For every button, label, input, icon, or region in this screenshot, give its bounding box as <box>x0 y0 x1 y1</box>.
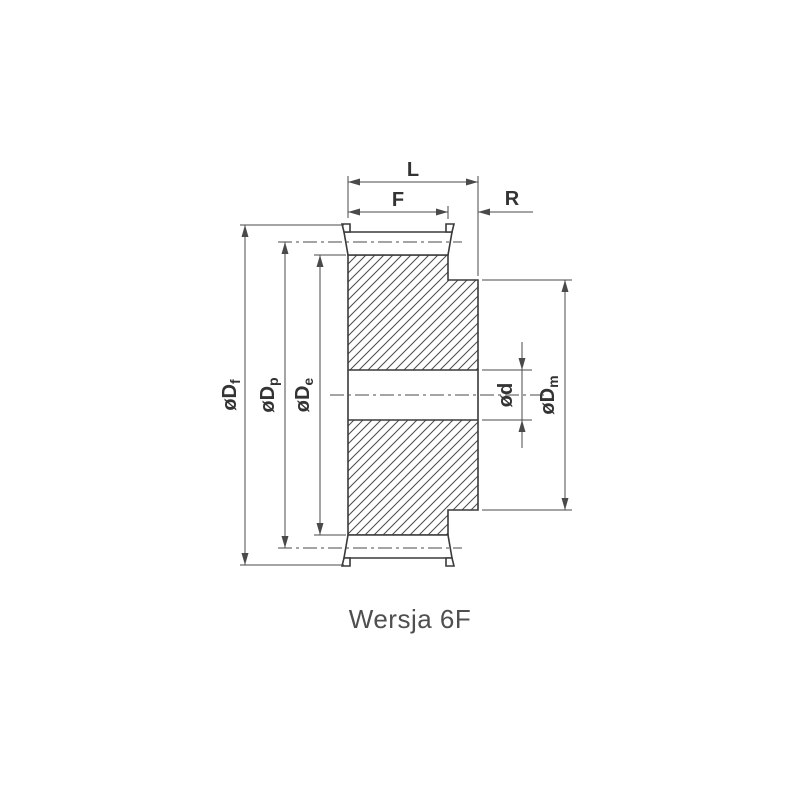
flange-top-right-lip <box>445 223 456 233</box>
label-d: ød <box>495 383 517 407</box>
label-F: F <box>392 189 404 211</box>
label-Df: øDf <box>219 379 243 411</box>
dimension-Dp: øDp <box>257 242 289 548</box>
flange-bottom <box>340 534 456 567</box>
flange-top-left-lip <box>340 223 351 233</box>
flange-bottom-plate <box>343 534 453 559</box>
dimension-d: ød <box>482 342 532 448</box>
hatch-body-upper <box>348 255 448 370</box>
label-R: R <box>505 188 520 210</box>
hatch-hub-lower <box>448 420 478 510</box>
flange-bottom-left-lip <box>340 557 351 567</box>
flange-bottom-right-lip <box>445 557 456 567</box>
hatch-body-lower <box>348 420 448 535</box>
label-De: øDe <box>292 378 316 413</box>
hatch-hub-upper <box>448 280 478 370</box>
flange-top-plate <box>343 231 453 256</box>
dimension-De: øDe <box>292 254 346 536</box>
label-Dp: øDp <box>257 377 281 412</box>
hatching <box>348 255 478 535</box>
dimension-F: F <box>348 189 449 219</box>
label-L: L <box>407 159 419 181</box>
caption-version: Wersja 6F <box>349 604 472 634</box>
dimension-R: R <box>478 188 533 216</box>
label-Dm: øDm <box>537 375 561 414</box>
flange-top <box>340 223 456 256</box>
pulley-section <box>278 223 548 567</box>
dimension-Dm: øDm <box>482 279 572 511</box>
dimension-Df: øDf <box>219 224 344 566</box>
